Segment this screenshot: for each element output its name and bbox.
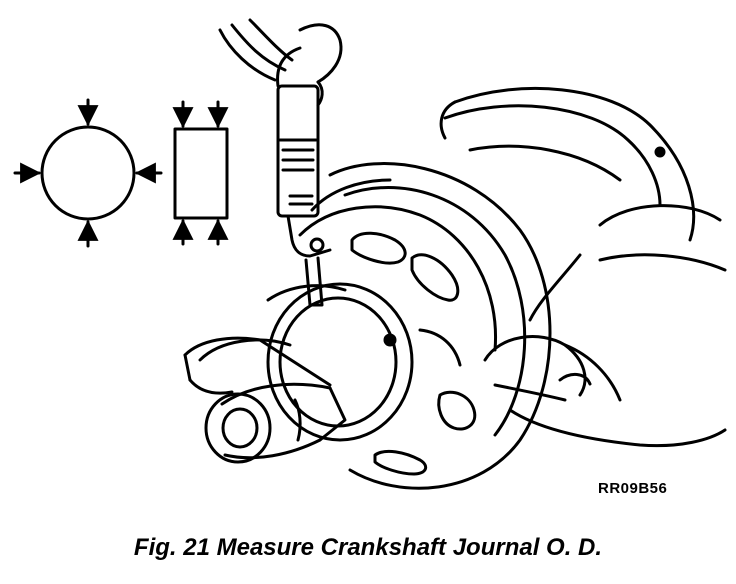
snout-end	[204, 392, 272, 464]
micrometer-frame	[286, 214, 332, 258]
crankshaft-counterweight	[439, 86, 696, 242]
crankshaft-journal-illustration	[13, 18, 727, 490]
figure-caption: Fig. 21 Measure Crankshaft Journal O. D.	[133, 534, 603, 561]
crankshaft-journal	[198, 282, 414, 442]
round-section-diagram	[13, 98, 163, 248]
micrometer-lock	[309, 237, 325, 253]
right-hand	[483, 204, 727, 448]
micrometer-thimble	[276, 84, 320, 218]
journal-side-view-rectangle	[173, 127, 229, 220]
journal-cross-section-circle	[40, 125, 136, 221]
side-section-diagram	[172, 100, 229, 246]
figure-code-label: RR09B56	[598, 480, 668, 497]
crankshaft-snout	[183, 336, 347, 464]
micrometer-tool	[276, 84, 332, 307]
upper-hand	[218, 18, 343, 107]
micrometer-spindle	[304, 256, 324, 307]
